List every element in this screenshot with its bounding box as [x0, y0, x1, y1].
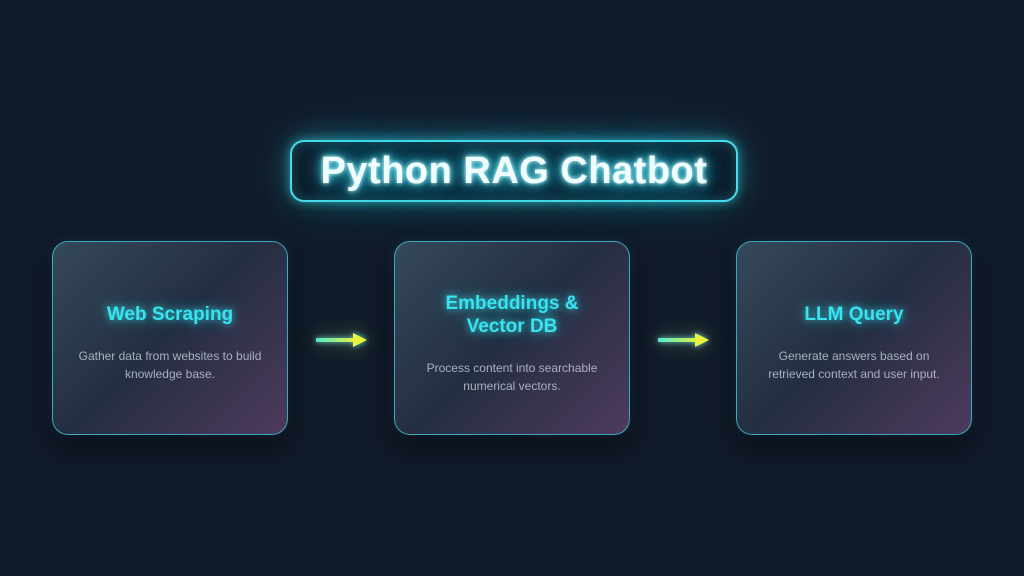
title-banner: Python RAG Chatbot [290, 140, 738, 202]
right-arrow-icon [316, 333, 367, 347]
card-description-line: Gather data from websites to build [78, 349, 262, 363]
card-embeddings-vector-db: Embeddings & Vector DB Process content i… [394, 241, 630, 435]
card-description-line: numerical vectors. [463, 378, 561, 393]
card-description-line: knowledge base. [124, 367, 216, 381]
card-title-line: Web Scraping [106, 304, 234, 325]
card-title: Embeddings & Vector DB [445, 292, 578, 338]
card-llm-query: LLM Query Generate answers based on retr… [736, 241, 972, 435]
right-arrow-icon [658, 333, 709, 347]
card-description: Generate answers based on retrieved cont… [768, 347, 939, 383]
card-title: LLM Query [804, 303, 903, 326]
card-description-line: Process content into searchable [426, 360, 598, 375]
page-title: Python RAG Chatbot [320, 149, 708, 192]
card-description-line: retrieved context and user input. [768, 367, 940, 381]
card-title-line: LLM Query [804, 304, 904, 325]
card-description: Process content into searchable numerica… [427, 359, 598, 395]
card-title-line: Embeddings & [445, 292, 579, 314]
card-title-line: Vector DB [466, 315, 558, 337]
card-title: Web Scraping [107, 303, 233, 326]
card-web-scraping: Web Scraping Gather data from websites t… [52, 241, 288, 435]
card-description: Gather data from websites to build knowl… [79, 347, 262, 383]
card-description-line: Generate answers based on [778, 349, 930, 363]
